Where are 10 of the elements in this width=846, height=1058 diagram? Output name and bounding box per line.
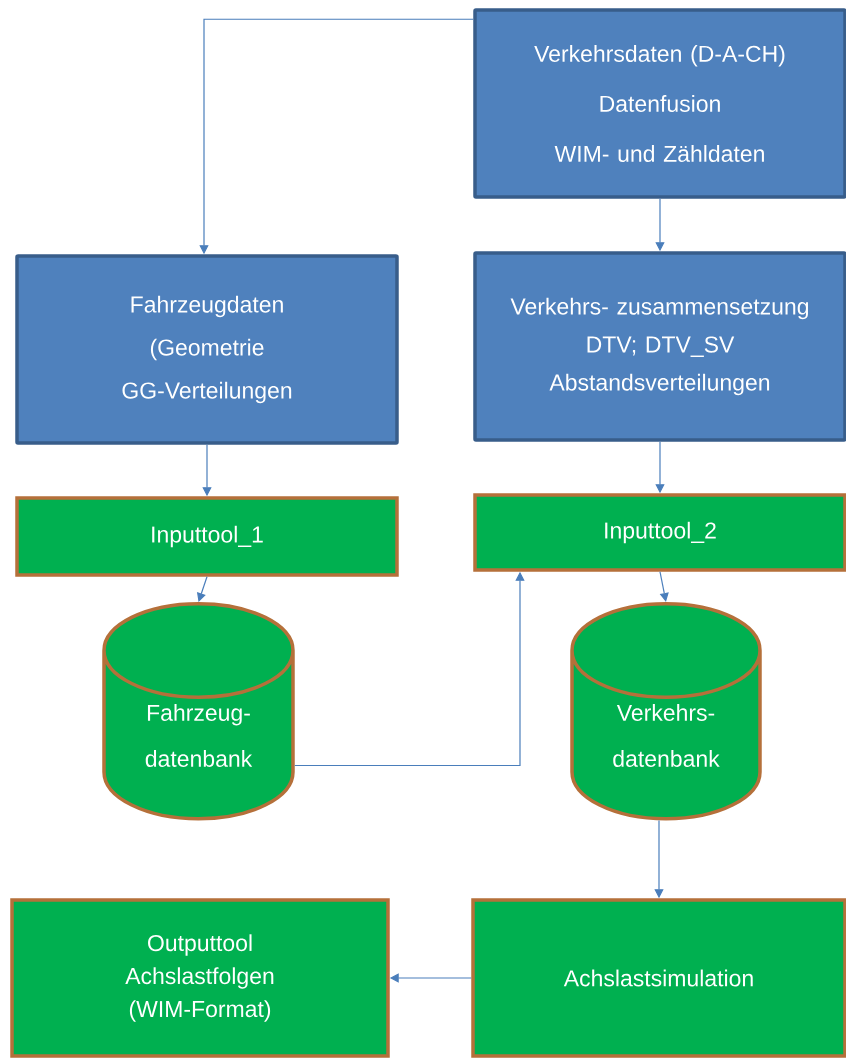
process-box: Inputtool_2	[473, 493, 846, 572]
database-cylinder: Fahrzeug- datenbank	[102, 602, 295, 821]
arrow	[659, 571, 669, 602]
process-box: Fahrzeugdaten (Geometrie GG-Verteilungen	[15, 254, 399, 445]
process-box: Outputtool Achslastfolgen (WIM-Format)	[10, 898, 390, 1058]
process-box: Achslastsimulation	[471, 898, 846, 1058]
process-box: Verkehrs- zusammensetzung DTV; DTV_SV Abstandsverteilungen	[473, 251, 846, 442]
database-cylinder: Verkehrs- datenbank	[570, 602, 762, 821]
process-box: Verkehrsdaten (D-A-CH) Datenfusion WIM- und Zähldaten	[473, 8, 846, 199]
process-box: Inputtool_1	[15, 496, 399, 577]
